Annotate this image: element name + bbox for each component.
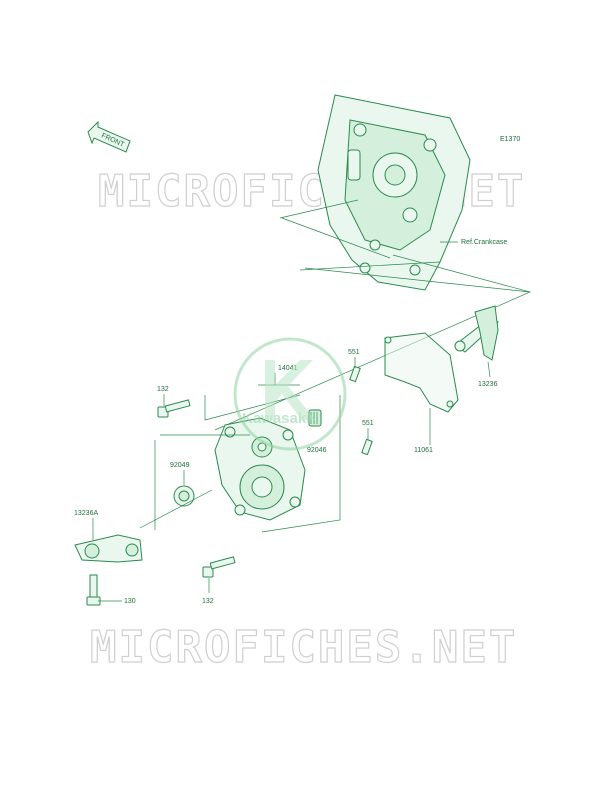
gasket-11061 <box>384 332 459 413</box>
front-arrow-icon: FRONT <box>87 120 131 153</box>
kawasaki-logo: Kawasaki <box>233 337 347 451</box>
bolt-132-lower <box>202 556 236 578</box>
part-label-551-lower: 551 <box>362 420 374 427</box>
part-label-13236A: 13236A <box>74 510 98 517</box>
part-label-11061: 11061 <box>414 447 433 454</box>
crankcase-illustration <box>279 94 471 291</box>
bolt-130 <box>86 574 101 606</box>
watermark-bottom: MICROFICHES.NET <box>90 622 517 673</box>
logo-text: Kawasaki <box>242 410 310 427</box>
bolt-132-upper <box>157 399 191 418</box>
diagram-code: E1370 <box>500 136 520 143</box>
cover-14041 <box>214 417 306 521</box>
dowel-pin-551-lower <box>361 438 373 456</box>
shift-shaft-13236 <box>454 305 499 361</box>
part-label-13236: 13236 <box>478 381 498 388</box>
ref-crankcase-label: Ref.Crankcase <box>461 239 507 246</box>
dowel-pin-551-upper <box>349 365 361 383</box>
part-label-14041: 14041 <box>278 365 298 372</box>
oil-seal-92049 <box>173 485 195 507</box>
part-label-92049: 92049 <box>170 462 190 469</box>
part-label-132-upper: 132 <box>157 386 169 393</box>
part-label-92046: 92046 <box>307 447 327 454</box>
shift-lever-13236A <box>74 534 143 563</box>
part-label-132-lower: 132 <box>202 598 214 605</box>
part-label-130: 130 <box>124 598 136 605</box>
part-label-551-upper: 551 <box>348 349 360 356</box>
